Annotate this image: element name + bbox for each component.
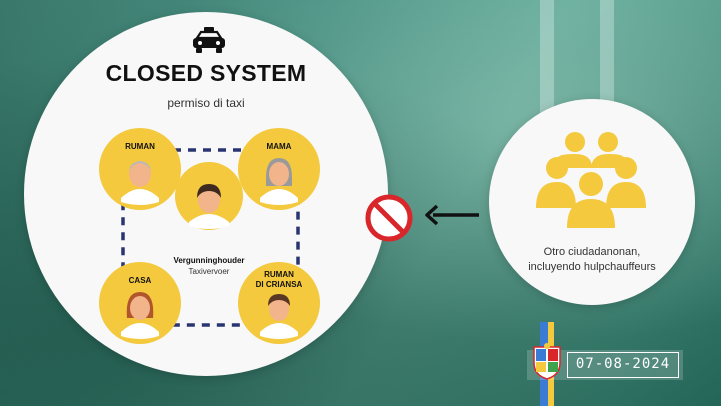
license-holder-name: Vergunninghouder [173, 256, 245, 265]
member-mama [238, 128, 320, 210]
arrow-left-icon [425, 204, 479, 226]
member-label: RUMAN DI CRIANSA [255, 270, 303, 289]
outside-group-description: Otro ciudadanonan, incluyendo hulpchauff… [528, 246, 656, 273]
young-man-avatar-icon [260, 294, 298, 339]
grandpa-avatar-icon [121, 161, 159, 205]
taxi-icon [193, 27, 225, 53]
member-label: CASA [128, 276, 152, 285]
license-holder-avatar [175, 162, 243, 230]
coat-of-arms-icon [533, 343, 561, 380]
broadcast-date: 07-08-2024 [567, 352, 679, 378]
member-casa [99, 262, 181, 344]
driver-avatar-icon [189, 184, 229, 229]
grandma-avatar-icon [260, 158, 298, 205]
member-ruman [99, 128, 181, 210]
license-holder-role: Taxivervoer [188, 267, 230, 276]
woman-avatar-icon [121, 292, 159, 339]
member-label: MAMA [266, 142, 292, 151]
member-ruman-di-criansa [238, 262, 320, 344]
slide-title: CLOSED SYSTEM [105, 60, 307, 86]
member-label: RUMAN [125, 142, 155, 151]
slide-subtitle: permiso di taxi [167, 96, 245, 110]
no-entry-icon [365, 194, 413, 242]
people-group-icon [536, 132, 646, 228]
